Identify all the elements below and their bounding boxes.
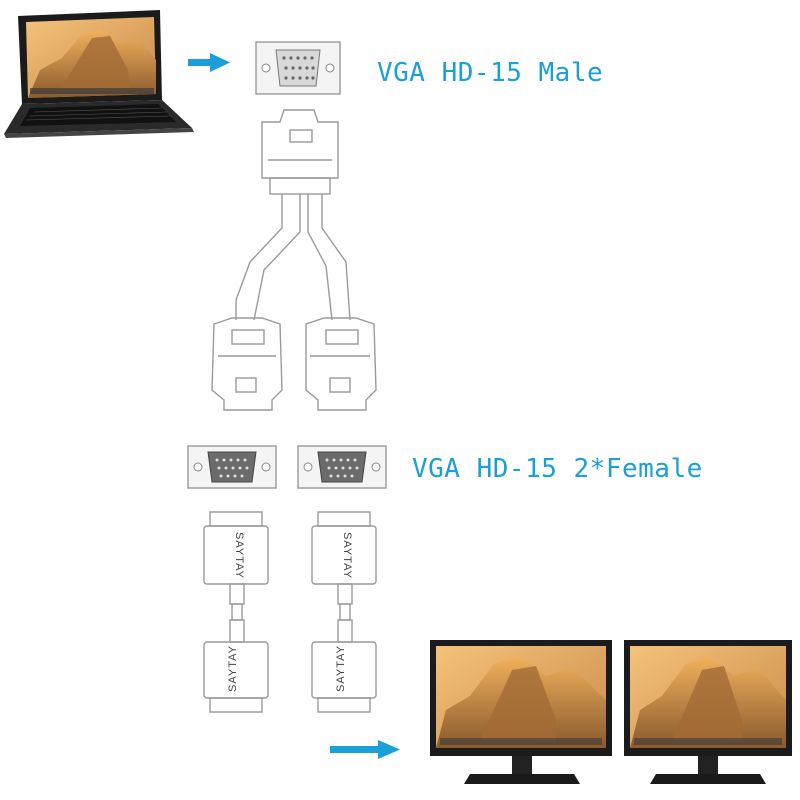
vga-port-icon: [255, 41, 341, 95]
male-connector-label: VGA HD-15 Male: [377, 58, 604, 88]
arrow-right-icon: [330, 740, 400, 759]
female-connector-label: VGA HD-15 2*Female: [412, 454, 703, 484]
monitor-icon: [430, 640, 612, 784]
y-splitter-cable: [211, 109, 377, 411]
monitor-icon: [624, 640, 792, 784]
monitor-cable-left: [203, 511, 269, 713]
vga-port-icon: [187, 445, 277, 489]
vga-port-icon: [297, 445, 387, 489]
arrow-right-icon: [188, 53, 230, 72]
laptop-icon: [4, 10, 194, 138]
monitor-cable-right: [311, 511, 377, 713]
